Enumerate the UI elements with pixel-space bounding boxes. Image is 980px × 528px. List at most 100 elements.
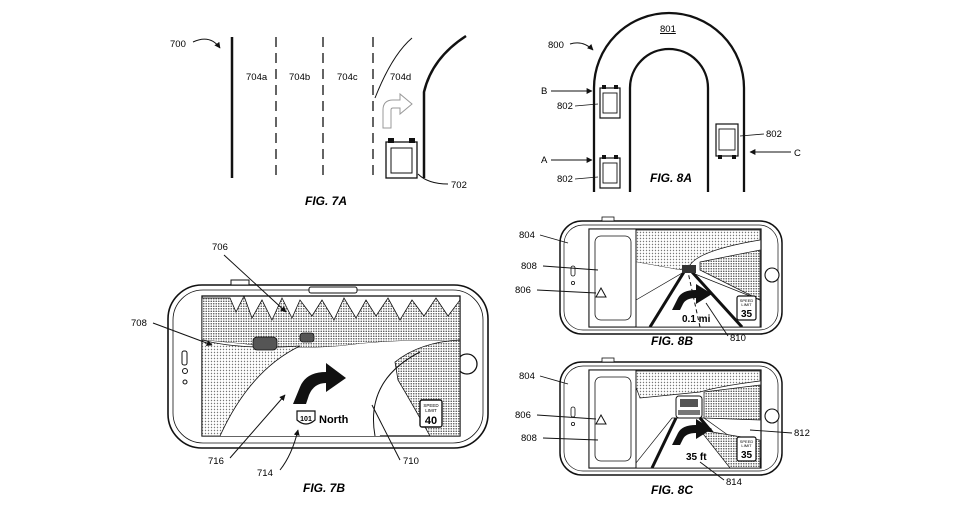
leader-814: [699, 461, 725, 481]
figure-label-7a: FIG. 7A: [305, 194, 347, 208]
speed-limit-value: 35: [741, 309, 753, 320]
ref-806: 806: [515, 410, 531, 421]
direction-label: North: [319, 414, 349, 426]
ref-802-b: 802: [557, 101, 573, 112]
svg-text:SPEED: SPEED: [423, 403, 439, 408]
ref-700: 700: [170, 39, 186, 50]
vehicle-802-a: [599, 155, 621, 189]
volume-button: [230, 279, 250, 286]
vehicle-702: [385, 138, 418, 179]
leader-808: [542, 437, 599, 441]
label-b: B: [541, 86, 547, 97]
lane-label-704d: 704d: [390, 72, 411, 83]
turn-right-arrow-icon: [672, 284, 712, 310]
exit-lane-line: [374, 37, 413, 99]
vehicle-ahead-2: [299, 332, 315, 343]
label-c: C: [794, 148, 801, 159]
road-edge-right: [422, 34, 467, 178]
position-indicator-icon: [595, 286, 607, 298]
leader-802-c: [739, 133, 765, 137]
tunnel-ceiling: [629, 370, 761, 399]
ref-710: 710: [403, 456, 419, 467]
svg-text:SPEED: SPEED: [740, 298, 754, 303]
ref-812: 812: [794, 428, 810, 439]
svg-text:LIMIT: LIMIT: [425, 408, 437, 413]
distance-label: 0.1 mi: [682, 314, 711, 325]
route-number: 101: [300, 416, 312, 423]
ref-810: 810: [730, 333, 746, 344]
leader-804: [539, 375, 569, 385]
ref-804: 804: [519, 230, 535, 241]
u-road-inner-edge: [628, 47, 710, 192]
distance-label: 35 ft: [686, 452, 707, 463]
lane-label-704c: 704c: [337, 72, 358, 83]
home-button[interactable]: [764, 267, 780, 283]
home-button[interactable]: [764, 408, 780, 424]
leader-706: [223, 254, 287, 313]
speed-limit-sign-8b: SPEED LIMIT 35: [736, 295, 757, 321]
ref-716: 716: [208, 456, 224, 467]
leader-810: [705, 302, 729, 337]
tunnel-right-wall: [703, 384, 761, 421]
leader-806: [536, 414, 597, 420]
leader-804: [539, 234, 569, 244]
svg-text:LIMIT: LIMIT: [741, 302, 752, 307]
position-indicator-icon: [595, 413, 607, 425]
figure-label-7b: FIG. 7B: [303, 481, 345, 495]
figure-label-8a: FIG. 8A: [650, 171, 692, 185]
svg-text:SPEED: SPEED: [740, 439, 754, 444]
ref-708: 708: [131, 318, 147, 329]
label-a: A: [541, 155, 548, 166]
turn-arrow-icon: [382, 92, 413, 129]
speed-limit-sign-8c: SPEED LIMIT 35: [736, 436, 757, 462]
leader-802-b: [574, 103, 599, 107]
leader-708: [152, 322, 213, 346]
ref-802-c: 802: [766, 129, 782, 140]
leader-arrow-800: [569, 42, 594, 51]
vehicle-802-b: [599, 85, 621, 119]
figure-7b: 101 North SPEED LIMIT 40 706 708 716 714…: [131, 242, 489, 495]
leader-808: [542, 265, 599, 271]
roadside-shoulder-left: [202, 339, 301, 436]
leader-arrow-700: [192, 38, 221, 49]
ref-806: 806: [515, 285, 531, 296]
speed-limit-value: 35: [741, 450, 753, 461]
vehicle-ahead: [675, 395, 703, 419]
figure-7a: 700 704a 704b 704c 704d 702 FIG. 7A: [170, 34, 467, 208]
route-shield-icon: 101: [296, 410, 316, 425]
figure-label-8b: FIG. 8B: [651, 334, 693, 348]
road-edge-line: [373, 351, 421, 436]
camera-dot: [571, 280, 576, 285]
lane-label-704b: 704b: [289, 72, 310, 83]
leader-802-a: [574, 176, 599, 180]
leader-714: [279, 429, 300, 471]
ref-706: 706: [212, 242, 228, 253]
lane-label-704a: 704a: [246, 72, 268, 83]
figure-label-8c: FIG. 8C: [651, 483, 693, 497]
ref-800: 800: [548, 40, 564, 51]
ref-714: 714: [257, 468, 273, 479]
ref-802-a: 802: [557, 174, 573, 185]
ref-808: 808: [521, 261, 537, 272]
earpiece-speaker: [308, 286, 358, 294]
u-road-outer-edge: [592, 11, 746, 192]
ref-702: 702: [451, 180, 467, 191]
ref-801: 801: [660, 24, 676, 35]
camera-dot: [571, 421, 576, 426]
speed-limit-sign-7b: SPEED LIMIT 40: [419, 399, 443, 428]
tunnel-right-wall: [699, 249, 761, 301]
leader-702: [417, 173, 449, 185]
leader-806: [536, 289, 597, 294]
figure-8b: 0.1 mi SPEED LIMIT 35 804 808 806 810 FI…: [515, 216, 783, 348]
leader-710: [371, 404, 401, 461]
figure-8c: 35 ft SPEED LIMIT 35 804 806 808 812 814…: [515, 357, 810, 497]
figure-8a: 800 801 B 802 A 802 C 802 FIG.: [541, 11, 801, 192]
ref-804: 804: [519, 371, 535, 382]
tunnel-exit: [682, 265, 696, 273]
ref-814: 814: [726, 477, 742, 488]
ref-808: 808: [521, 433, 537, 444]
turn-right-arrow-icon: [293, 363, 346, 404]
svg-text:LIMIT: LIMIT: [741, 443, 752, 448]
leader-812: [749, 429, 793, 434]
